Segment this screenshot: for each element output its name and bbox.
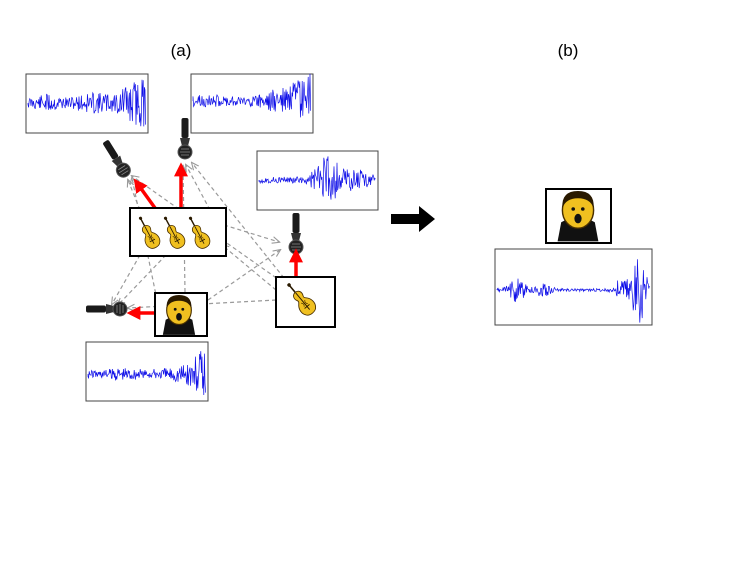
waveform-right bbox=[258, 156, 376, 200]
waveform-top-left bbox=[27, 79, 146, 127]
leak-arrow bbox=[128, 299, 277, 308]
waveform-box-separated bbox=[494, 248, 653, 326]
leak-arrow bbox=[223, 224, 279, 242]
waveform-box-top-left bbox=[25, 73, 149, 134]
solo-violin-box bbox=[275, 276, 336, 328]
panel-label-b: (b) bbox=[558, 41, 579, 60]
leak-arrow bbox=[207, 250, 280, 301]
panel-label-a: (a) bbox=[171, 41, 192, 60]
microphone-icon bbox=[177, 117, 193, 160]
direct-arrows bbox=[126, 162, 303, 320]
microphone-icon bbox=[98, 137, 134, 181]
leak-arrow bbox=[112, 254, 141, 304]
leak-arrow bbox=[118, 254, 167, 305]
waveform-top-middle bbox=[192, 73, 311, 118]
waveform-box-bottom-left bbox=[85, 341, 209, 402]
leak-arrow bbox=[222, 245, 277, 291]
waveform-box-right bbox=[256, 150, 379, 211]
leak-arrow bbox=[186, 165, 211, 211]
leak-arrow bbox=[192, 163, 285, 279]
waveform-bottom-left bbox=[87, 351, 206, 396]
microphone-icon bbox=[288, 212, 304, 255]
singer-icon bbox=[556, 190, 600, 243]
violin-section-box bbox=[129, 207, 227, 257]
direct-arrow bbox=[133, 178, 157, 210]
separated-singer-box bbox=[545, 188, 612, 244]
waveform-separated bbox=[496, 259, 650, 323]
singer-box bbox=[154, 292, 208, 337]
transition-arrow bbox=[391, 206, 435, 232]
microphone-icon bbox=[85, 301, 128, 317]
waveform-box-top-middle bbox=[190, 73, 314, 134]
singer-icon bbox=[162, 294, 196, 336]
leak-arrow bbox=[128, 180, 141, 211]
